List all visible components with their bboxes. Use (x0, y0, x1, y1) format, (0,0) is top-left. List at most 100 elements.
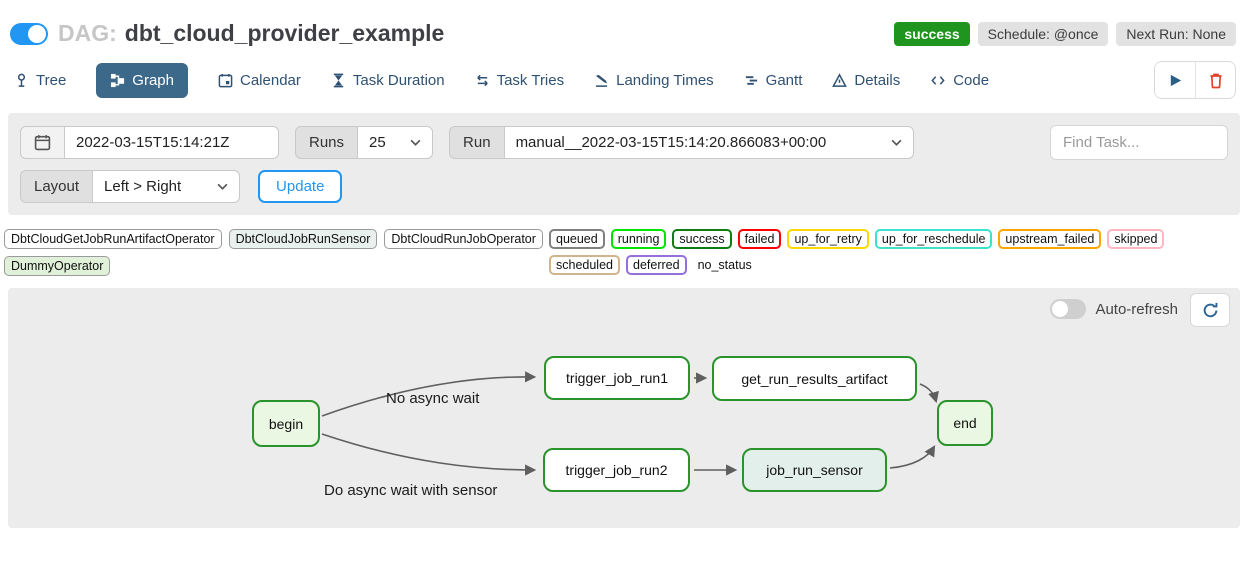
dag-header: DAG: dbt_cloud_provider_example success … (0, 0, 1248, 55)
refresh-icon (1203, 302, 1217, 317)
runs-count-select[interactable]: 25 (357, 126, 434, 159)
run-selected-value: manual__2022-03-15T15:14:20.866083+00:00 (515, 134, 827, 151)
run-label: Run (449, 126, 504, 159)
runs-selected-value: 25 (369, 134, 386, 151)
status-legend-badge[interactable]: skipped (1107, 229, 1165, 249)
execution-date-group (20, 126, 279, 159)
edge-sensor-end (889, 445, 936, 469)
tab-task-tries[interactable]: Task Tries (475, 71, 565, 89)
status-legend-badge[interactable]: running (610, 229, 667, 249)
datepicker-button[interactable] (20, 126, 64, 159)
tab-gantt[interactable]: Gantt (744, 71, 803, 89)
status-legend-badge[interactable]: scheduled (549, 255, 620, 275)
status-legend: queued running success failed up_for_ret… (549, 229, 1240, 275)
tab-details[interactable]: Details (832, 72, 900, 89)
edge-artifact-end (919, 383, 939, 404)
tab-landing-times[interactable]: Landing Times (594, 72, 714, 89)
operator-badge: DummyOperator (4, 256, 111, 276)
tab-label: Landing Times (616, 71, 714, 89)
tab-label: Task Tries (496, 71, 565, 89)
task-node-trigger-job-run2[interactable]: trigger_job_run2 (543, 448, 690, 492)
toggle-knob (1052, 301, 1069, 317)
operator-badge: DbtCloudRunJobOperator (384, 229, 543, 249)
dag-action-buttons (1154, 61, 1236, 99)
layout-select[interactable]: Left > Right (92, 170, 241, 203)
find-task-input[interactable] (1050, 125, 1228, 160)
edge-label-no-async-wait: No async wait (386, 390, 480, 407)
tab-calendar[interactable]: Calendar (218, 72, 301, 89)
runs-label: Runs (295, 126, 358, 159)
tab-graph[interactable]: Graph (96, 62, 188, 98)
chevron-down-icon (217, 183, 228, 190)
update-button[interactable]: Update (258, 170, 343, 203)
dag-label: DAG: (58, 20, 117, 46)
status-badge: success (894, 21, 970, 46)
graph-icon (111, 73, 125, 87)
task-node-get-run-results-artifact[interactable]: get_run_results_artifact (712, 356, 917, 401)
edge-label-do-async-wait: Do async wait with sensor (324, 482, 498, 499)
status-legend-badge[interactable]: success (672, 229, 732, 249)
graph-filter-panel: Runs 25 Run manual__2022-03-15T15:14:20.… (8, 113, 1240, 215)
auto-refresh-control: Auto-refresh (1050, 299, 1178, 319)
status-legend-badge[interactable]: failed (737, 229, 782, 249)
repeat-icon (476, 74, 488, 86)
tab-code[interactable]: Code (930, 72, 989, 89)
tab-label: Tree (36, 71, 67, 89)
task-node-trigger-job-run1[interactable]: trigger_job_run1 (544, 356, 690, 400)
trash-icon (1210, 73, 1221, 88)
toggle-knob (28, 24, 46, 43)
status-legend-badge: no_status (697, 258, 752, 272)
page-title: dbt_cloud_provider_example (124, 20, 445, 46)
auto-refresh-label: Auto-refresh (1095, 300, 1178, 318)
tab-label: Calendar (240, 71, 301, 89)
operator-legend: DbtCloudGetJobRunArtifactOperator DbtClo… (4, 229, 549, 276)
runs-count-group: Runs 25 (295, 126, 434, 159)
status-legend-badge[interactable]: upstream_failed (998, 229, 1102, 249)
play-icon (1170, 74, 1181, 86)
chevron-down-icon (891, 139, 902, 146)
status-legend-badge[interactable]: up_for_reschedule (874, 229, 993, 249)
tab-label: Task Duration (352, 71, 445, 89)
tab-label: Code (953, 71, 990, 89)
layout-group: Layout Left > Right (20, 170, 241, 203)
status-legend-badge[interactable]: deferred (626, 255, 687, 275)
dag-pause-toggle[interactable] (10, 22, 48, 45)
legend: DbtCloudGetJobRunArtifactOperator DbtClo… (4, 229, 1240, 276)
edge-begin-run2 (321, 433, 537, 476)
tab-task-duration[interactable]: Task Duration (331, 72, 445, 89)
task-node-job-run-sensor[interactable]: job_run_sensor (742, 448, 887, 492)
dag-run-select[interactable]: manual__2022-03-15T15:14:20.866083+00:00 (503, 126, 914, 159)
edge-begin-run1 (321, 371, 537, 417)
auto-refresh-toggle[interactable] (1050, 299, 1087, 319)
view-tabs: Tree Graph Calendar Task Duration Task T… (0, 55, 1248, 109)
task-node-end[interactable]: end (937, 400, 993, 446)
code-icon (931, 75, 945, 85)
tab-label: Gantt (765, 71, 803, 89)
operator-badge: DbtCloudGetJobRunArtifactOperator (4, 229, 222, 249)
hourglass-icon (333, 73, 344, 87)
task-node-begin[interactable]: begin (252, 400, 320, 447)
status-legend-badge[interactable]: queued (549, 229, 605, 249)
refresh-button[interactable] (1190, 293, 1230, 327)
gantt-icon (745, 75, 757, 85)
details-icon (832, 72, 848, 87)
status-legend-badge[interactable]: up_for_retry (787, 229, 869, 249)
execution-date-input[interactable] (64, 126, 279, 159)
calendar-icon (218, 73, 233, 87)
dag-edges (321, 371, 939, 476)
tab-label: Details (854, 71, 901, 89)
schedule-badge: Schedule: @once (977, 21, 1109, 46)
trigger-dag-button[interactable] (1155, 62, 1195, 98)
dag-graph-panel: begin trigger_job_run1 get_run_results_a… (8, 288, 1240, 528)
run-select-group: Run manual__2022-03-15T15:14:20.866083+0… (449, 126, 914, 159)
tree-icon (17, 73, 26, 87)
next-run-badge: Next Run: None (1116, 21, 1236, 46)
calendar-icon (34, 135, 51, 151)
operator-badge: DbtCloudJobRunSensor (228, 229, 378, 249)
tab-tree[interactable]: Tree (14, 72, 66, 89)
layout-selected-value: Left > Right (104, 178, 182, 195)
delete-dag-button[interactable] (1195, 62, 1235, 98)
landing-icon (595, 74, 608, 87)
layout-label: Layout (20, 170, 93, 203)
chevron-down-icon (410, 139, 421, 146)
